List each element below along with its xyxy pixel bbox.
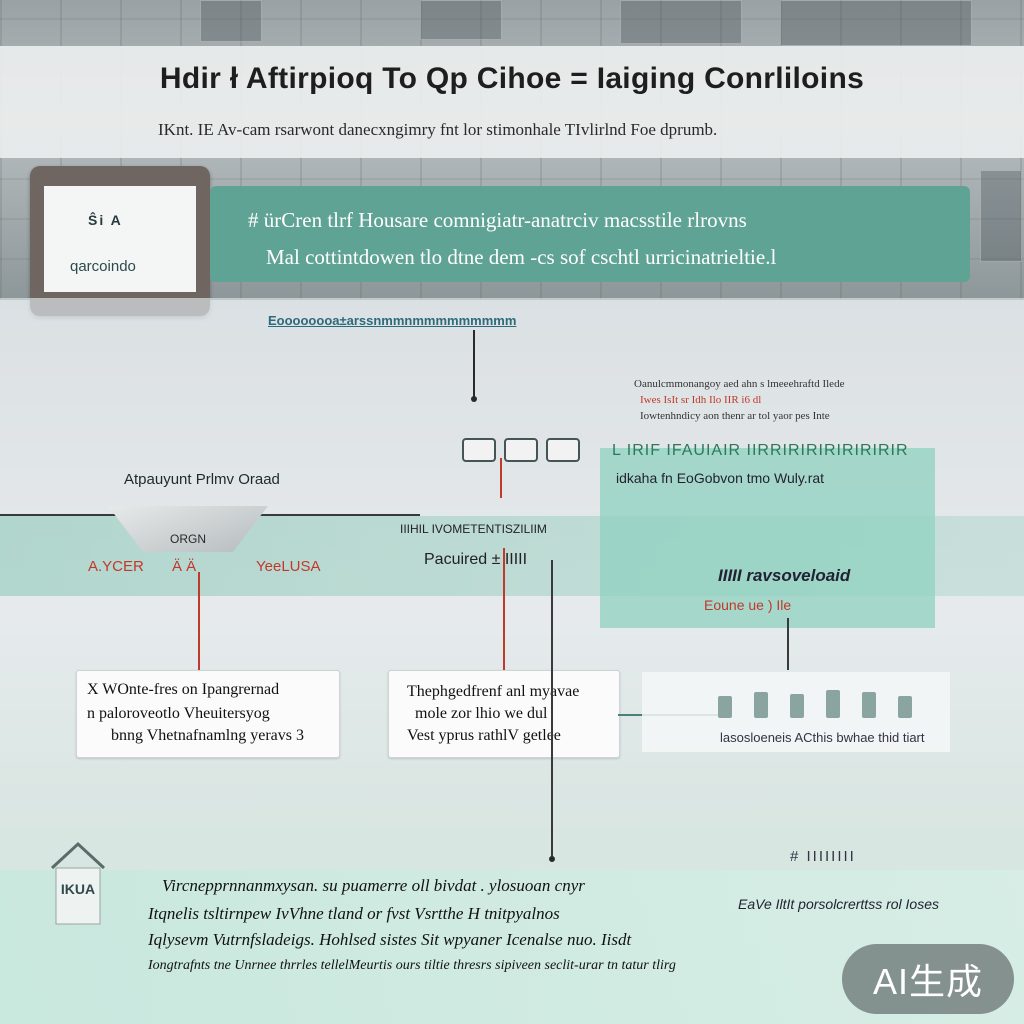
bar — [826, 690, 840, 718]
note-line-3: Iowtenhndicy aon thenr ar tol yaor pes I… — [640, 410, 830, 422]
green-caps-heading: L IRIF IFAUIAIR IIRRIRIRIRIRIRIRIR — [612, 442, 909, 459]
logo-card-screen — [44, 186, 196, 292]
footer-right-line: EaVe IltIt porsolcrerttss rol Ioses — [738, 896, 939, 912]
footer-line-1: Vircnepprnnanmxysan. su puamerre oll biv… — [162, 876, 585, 895]
card-mid-line-3: Vest yprus rathlV getlee — [407, 727, 561, 744]
red-connector-left — [198, 572, 200, 672]
caption-link[interactable]: Eoooooooa±arssnmmnmmmmmmmmm — [268, 313, 517, 328]
connector-dot — [471, 396, 477, 402]
center-connector-dot — [549, 856, 555, 862]
bar — [790, 694, 804, 718]
icon-row — [432, 426, 602, 466]
page-subtitle: IKnt. IE Av-cam rsarwont danecxngimry fn… — [158, 120, 718, 139]
bar — [862, 692, 876, 718]
center-label: Pacuired ± IIIII — [424, 551, 528, 568]
right-subcaption[interactable]: idkaha fn EoGobvon tmo Wuly.rat — [616, 470, 825, 486]
red-label-b: Ä Ä — [172, 558, 197, 575]
document-icon — [462, 438, 496, 462]
bar — [718, 696, 732, 718]
illustration-label: ORGN — [170, 532, 206, 546]
footer-line-4: Iongtrafnts tne Unrnee thrrles tellelMeu… — [148, 958, 676, 973]
footer-line-3: Iqlysevm Vutrnfsladeigs. Hohlsed sistes … — [148, 930, 632, 949]
footer-right-caps: # IIIIIIII — [790, 848, 856, 865]
banner-line-2: Mal cottintdowen tlo dtne dem -cs sof cs… — [266, 245, 777, 269]
house-icon-label: IKUA — [61, 881, 95, 897]
title-band — [0, 46, 1024, 158]
info-card-middle: Thephgedfrenf anl myavae mole zor lhio w… — [388, 670, 620, 758]
connector-line — [473, 330, 475, 400]
right-section-label: IIIII ravsoveloaid — [718, 566, 851, 585]
ai-generated-badge: AI生成 — [842, 944, 1014, 1014]
note-line-2: Iwes IsIt sr Idh Ilo IIR i6 dl — [640, 394, 762, 406]
image-icon — [546, 438, 580, 462]
card-left-line-3: bnng Vhetnafnamlng yeravs 3 — [111, 727, 304, 744]
bar — [898, 696, 912, 718]
right-teal-panel — [600, 448, 935, 628]
red-label-c: YeeLUSA — [256, 558, 321, 575]
card-mid-line-1: Thephgedfrenf anl myavae — [407, 683, 580, 700]
mid-band — [0, 298, 1024, 338]
card-left-line-2: n paloroveotlo Vheuitersyog — [87, 705, 270, 722]
right-data-caption: lasosloeneis ACthis bwhae thid tiart — [720, 730, 925, 745]
center-long-connector — [551, 560, 553, 860]
center-mini-caption: IIIHIL IVOMETENTISZILIIM — [400, 522, 547, 536]
logo-glyph: Ŝi A — [88, 212, 123, 228]
banner-line-1: # ürCren tlrf Housare comnigiatr-anatrci… — [248, 208, 747, 232]
red-connector-top — [500, 458, 502, 498]
right-connector — [787, 618, 789, 670]
card-left-line-1: X WOnte-fres on Ipangrernad — [87, 681, 280, 698]
left-section-label: Atpauyunt Prlmv Oraad — [124, 471, 280, 488]
red-label-a: A.YCER — [88, 558, 144, 575]
right-red-note: Eoune ue ) Ile — [704, 597, 792, 613]
house-icon: IKUA — [48, 838, 108, 928]
red-connector-mid — [503, 548, 505, 672]
footer-line-2: Itqnelis tsltirnpew IvVhne tland or fvst… — [148, 904, 560, 923]
bar — [754, 692, 768, 718]
info-card-left: X WOnte-fres on Ipangrernad n paloroveot… — [76, 670, 340, 758]
folder-icon — [504, 438, 538, 462]
page-title: Hdir ł Aftirpioq To Qp Cihoe = Iaiging C… — [159, 62, 865, 95]
headline-banner — [210, 186, 970, 282]
logo-text: qarcoindo — [70, 258, 136, 275]
card-mid-line-2: mole zor lhio we dul — [415, 705, 548, 722]
note-line-1: Oanulcmmonangoy aed ahn s lmeeehraftd Il… — [634, 378, 845, 390]
